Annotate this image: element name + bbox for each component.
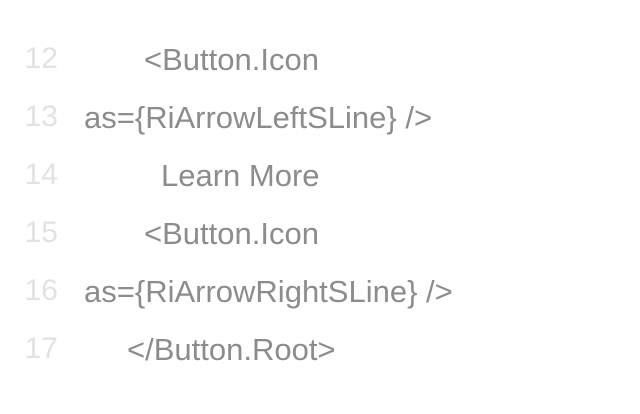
code-line[interactable]: 15 <Button.Icon [0, 204, 640, 262]
code-line-text[interactable]: Learn More [161, 157, 320, 193]
code-line-text[interactable]: <Button.Icon [144, 215, 319, 251]
line-number-gutter: 13 [24, 100, 58, 133]
code-line-text[interactable]: as={RiArrowRightSLine} /> [84, 273, 453, 309]
line-number-gutter: 14 [24, 158, 58, 191]
code-line[interactable]: 12 <Button.Icon [0, 30, 640, 88]
code-line[interactable]: 17 </Button.Root> [0, 320, 640, 378]
line-number-gutter: 16 [24, 274, 58, 307]
line-number-gutter: 17 [24, 332, 58, 365]
code-line[interactable]: 14 Learn More [0, 146, 640, 204]
code-line-text[interactable]: <Button.Icon [144, 41, 319, 77]
code-line-text[interactable]: </Button.Root> [127, 331, 336, 367]
line-number-gutter: 15 [24, 216, 58, 249]
line-number-gutter: 12 [24, 42, 58, 75]
code-line-text[interactable]: as={RiArrowLeftSLine} /> [84, 99, 433, 135]
code-line[interactable]: 16 as={RiArrowRightSLine} /> [0, 262, 640, 320]
code-line[interactable]: 13 as={RiArrowLeftSLine} /> [0, 88, 640, 146]
